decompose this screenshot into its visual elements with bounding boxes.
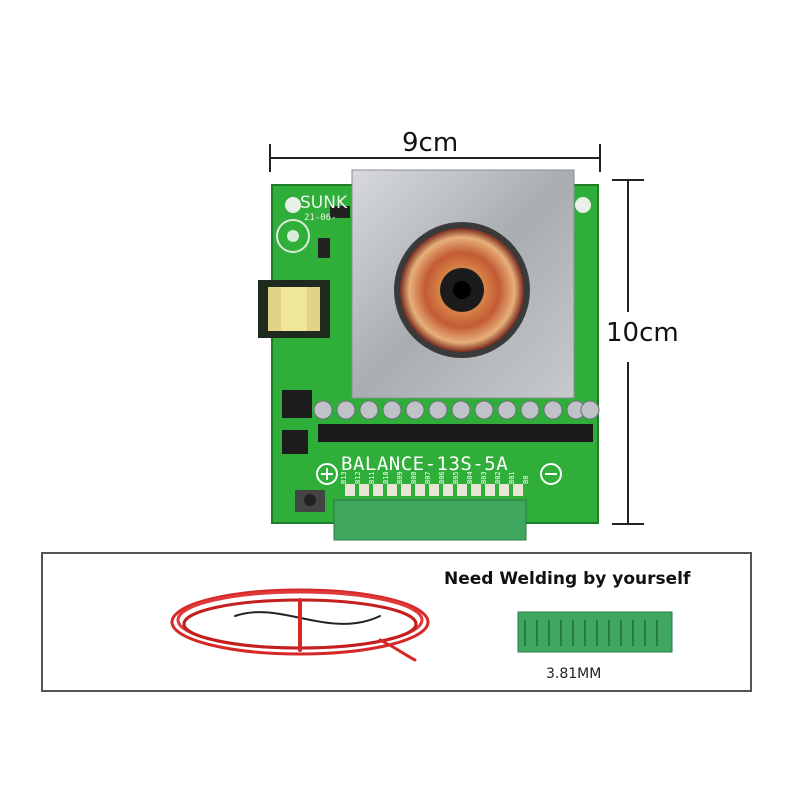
pin-label: B0 (522, 476, 530, 484)
pin-label: B03 (480, 471, 488, 484)
pin-label: B10 (382, 471, 390, 484)
board-date-text: 21-06- (304, 213, 337, 223)
pad-row (345, 484, 523, 496)
toroid-coil (394, 222, 530, 358)
pin-label: B11 (368, 471, 376, 484)
capacitor-row (313, 400, 600, 442)
polarity-markings (316, 463, 562, 485)
accessories-panel (41, 552, 752, 692)
pin-label: B09 (396, 471, 404, 484)
pin-labels: B13 B12 B11 B10 B09 B08 B07 B06 B05 B04 … (340, 471, 530, 484)
terminal-pitch-label: 3.81MM (546, 666, 602, 682)
pin-label: B05 (452, 471, 460, 484)
accessory-terminal-block (517, 611, 673, 653)
welding-note: Need Welding by yourself (444, 569, 691, 589)
pin-label: B02 (494, 471, 502, 484)
transformer (258, 280, 330, 338)
pin-label: B07 (424, 471, 432, 484)
width-dimension-line (269, 144, 601, 172)
pin-label: B01 (508, 471, 516, 484)
width-dimension-label: 9cm (402, 128, 459, 158)
pin-label: B12 (354, 471, 362, 484)
pin-label: B08 (410, 471, 418, 484)
pin-label: B13 (340, 471, 348, 484)
height-dimension-label: 10cm (606, 318, 679, 348)
board-model-text: BALANCE-13S-5A (341, 453, 508, 475)
pin-label: B06 (438, 471, 446, 484)
red-wire-bundle (170, 588, 430, 662)
height-dimension-line (612, 179, 644, 525)
board-brand-text: SUNK (300, 193, 348, 213)
board-terminal-block (333, 499, 527, 541)
pin-label: B04 (466, 471, 474, 484)
